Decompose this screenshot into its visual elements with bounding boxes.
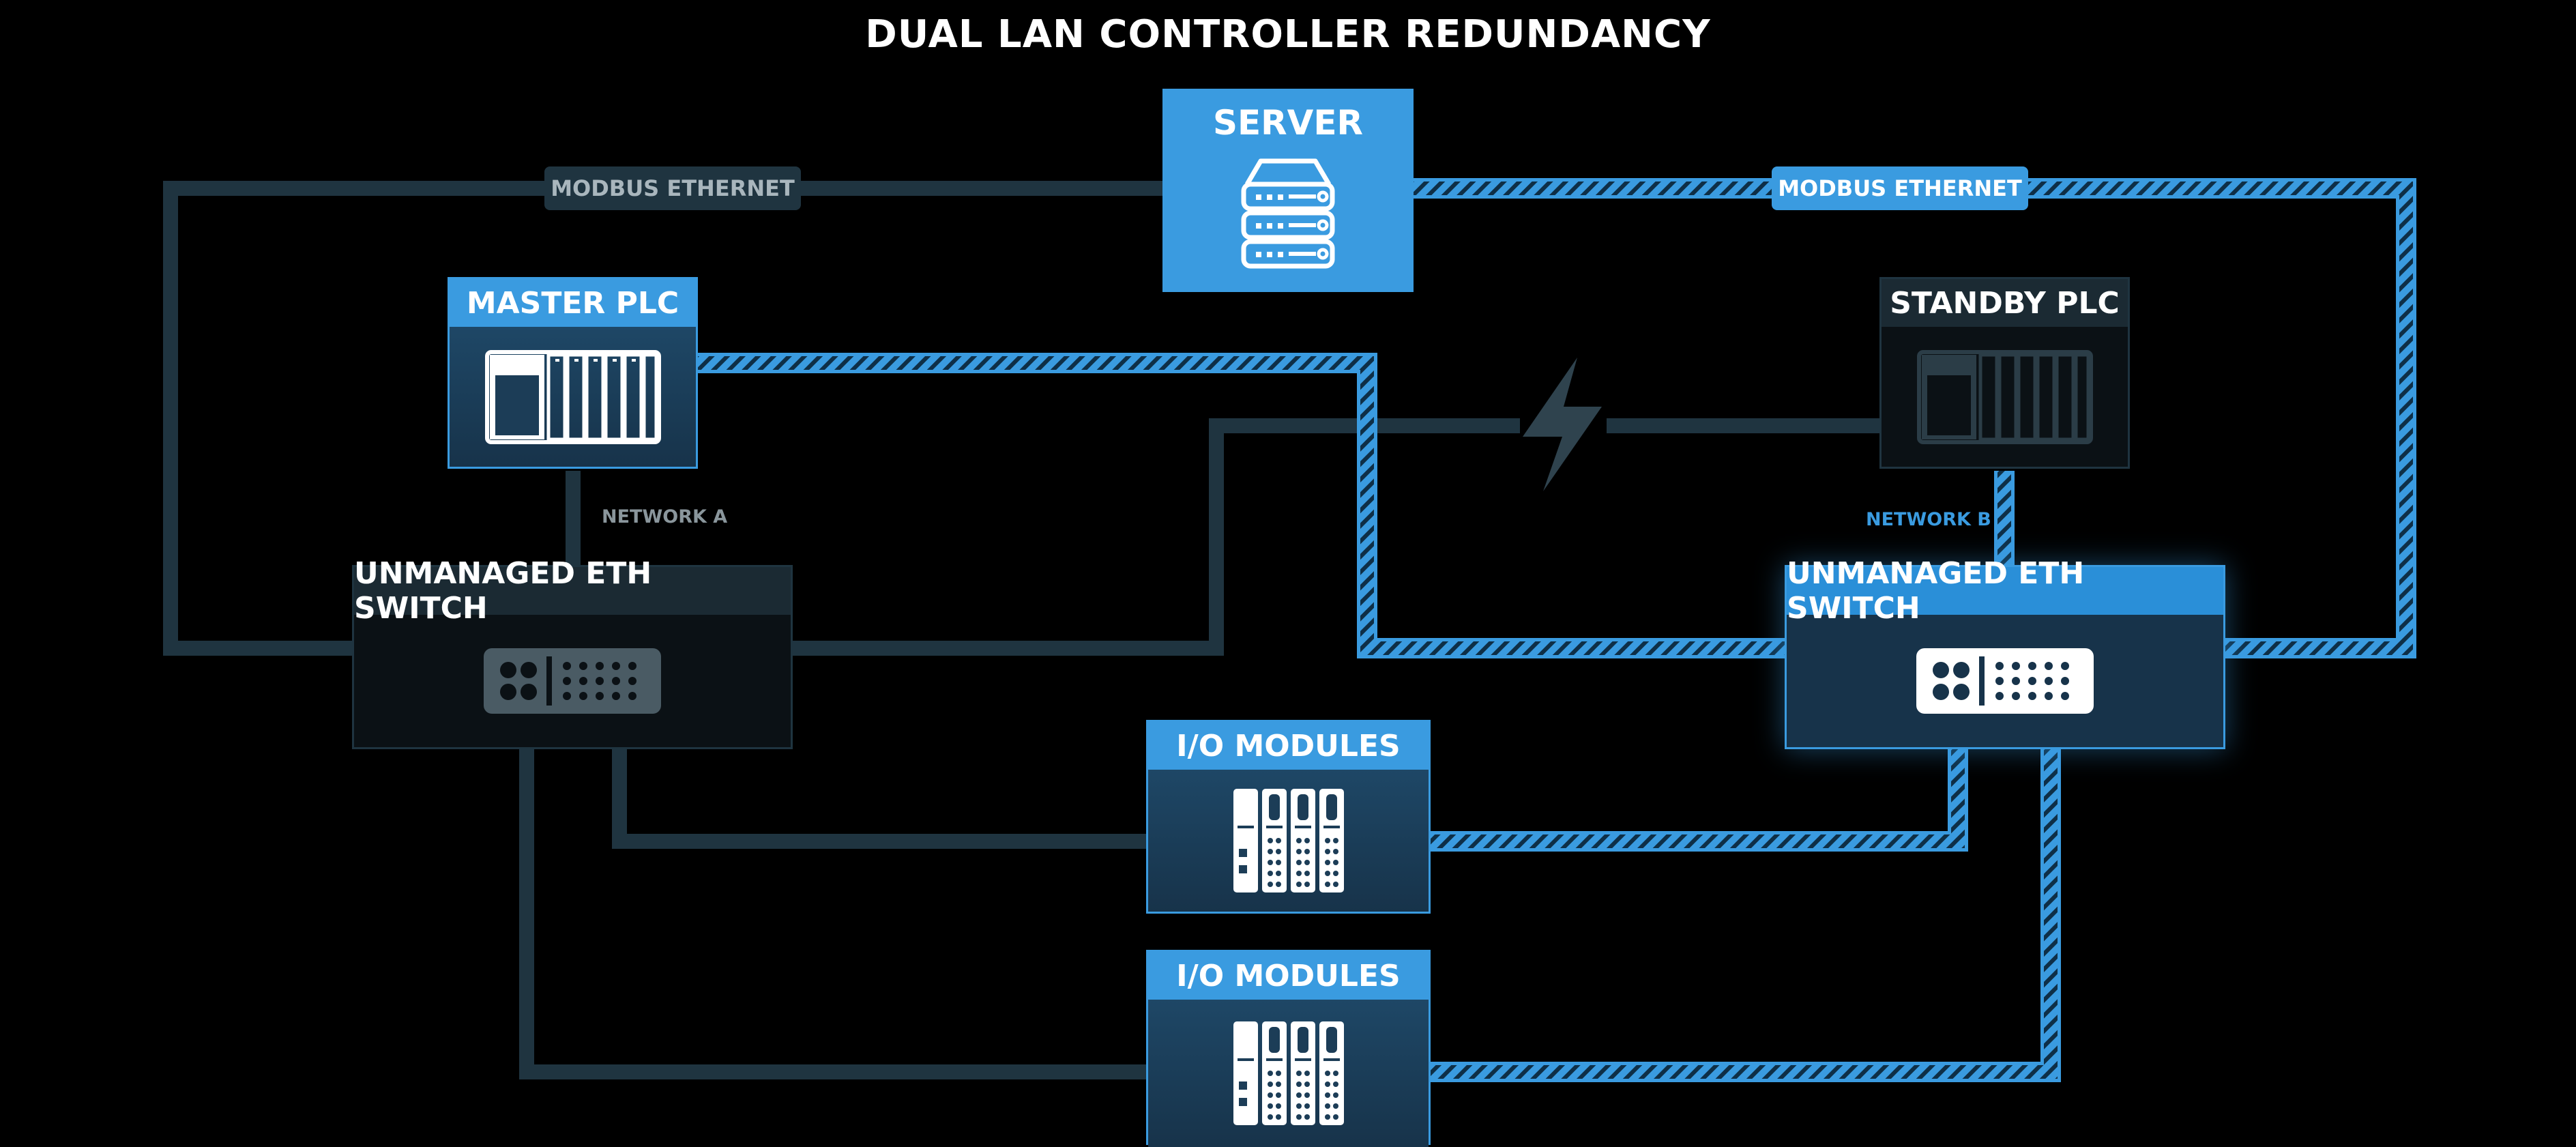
cable-master-plc-to-switch-b xyxy=(698,353,1785,658)
io-modules-label-1: I/O MODULES xyxy=(1148,722,1429,770)
plc-rack-icon xyxy=(1916,349,2093,444)
master-plc-label: MASTER PLC xyxy=(450,279,696,327)
cable-switch-a-to-io-1 xyxy=(612,749,1146,849)
server-node[interactable]: SERVER xyxy=(1162,89,1414,292)
ethernet-switch-icon xyxy=(1916,648,2094,714)
io-modules-node-1[interactable]: I/O MODULES xyxy=(1146,720,1431,914)
cable-switch-a-to-io-2 xyxy=(519,749,1146,1079)
plc-rack-icon xyxy=(484,349,661,444)
cable-switch-b-to-io-2-stripes xyxy=(1431,749,2058,1079)
standby-plc-label: STANDBY PLC xyxy=(1882,279,2128,327)
lightning-fault-icon xyxy=(1523,358,1602,491)
io-module-icon xyxy=(1233,1021,1344,1125)
page-title: DUAL LAN CONTROLLER REDUNDANCY xyxy=(865,12,1711,57)
ethernet-switch-icon xyxy=(484,648,661,714)
switch-b-label: UNMANAGED ETH SWITCH xyxy=(1787,556,2223,626)
cable-switch-b-to-io-1-stripes xyxy=(1431,749,1965,848)
server-label: SERVER xyxy=(1212,103,1364,143)
io-modules-node-2[interactable]: I/O MODULES xyxy=(1146,950,1431,1147)
switch-a-label: UNMANAGED ETH SWITCH xyxy=(354,556,791,626)
io-module-icon xyxy=(1233,789,1344,892)
switch-b-node[interactable]: UNMANAGED ETH SWITCH xyxy=(1785,556,2225,749)
cable-switch-a-to-standby-plc xyxy=(791,418,1520,656)
master-plc-node[interactable]: MASTER PLC xyxy=(448,277,698,469)
switch-a-node[interactable]: UNMANAGED ETH SWITCH xyxy=(352,556,793,749)
cable-switch-b-to-io-1 xyxy=(1431,749,1968,852)
modbus-ethernet-label-left: MODBUS ETHERNET xyxy=(544,166,801,210)
modbus-ethernet-label-right: MODBUS ETHERNET xyxy=(1772,166,2028,210)
network-a-label: NETWORK A xyxy=(602,506,728,527)
server-rack-icon xyxy=(1241,158,1335,269)
cable-master-plc-to-switch-b-stripes xyxy=(698,356,1785,655)
network-b-label: NETWORK B xyxy=(1866,509,1991,530)
io-modules-label-2: I/O MODULES xyxy=(1148,952,1429,1000)
standby-plc-node[interactable]: STANDBY PLC xyxy=(1879,277,2130,469)
